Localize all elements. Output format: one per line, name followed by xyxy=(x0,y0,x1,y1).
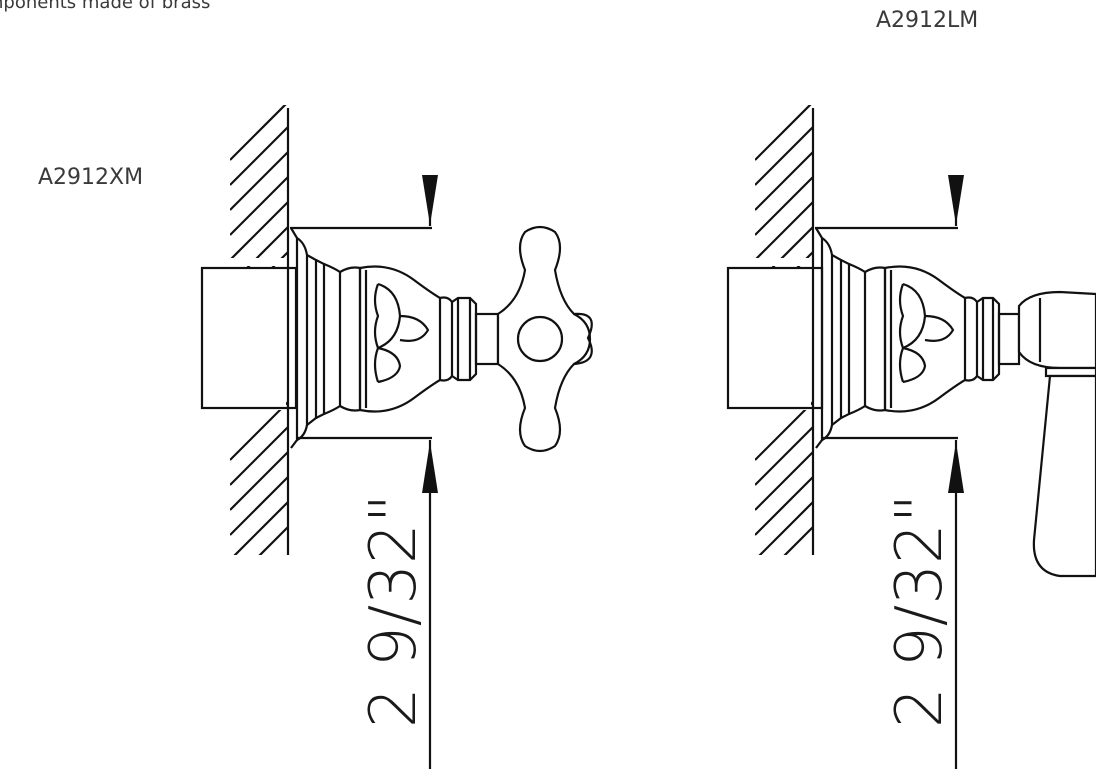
model-label-lever: A2912LM xyxy=(876,8,979,33)
model-label-cross: A2912XM xyxy=(38,165,144,190)
arrowhead-top-right xyxy=(948,175,964,225)
material-note: nponents made of brass xyxy=(0,0,211,13)
arrowhead-top-left xyxy=(422,175,438,225)
dimension-label-right: 2 9/32" xyxy=(883,494,957,728)
cross-handle xyxy=(496,225,593,453)
dimension-right xyxy=(815,175,958,769)
wall-section-right xyxy=(755,105,815,555)
arrowhead-bottom-right xyxy=(948,442,964,493)
lever-handle xyxy=(1017,290,1096,578)
dimension-label-left: 2 9/32" xyxy=(357,494,431,728)
valve-body-left xyxy=(200,227,500,449)
arrowhead-bottom-left xyxy=(422,442,438,493)
valve-body-right xyxy=(726,227,1021,449)
